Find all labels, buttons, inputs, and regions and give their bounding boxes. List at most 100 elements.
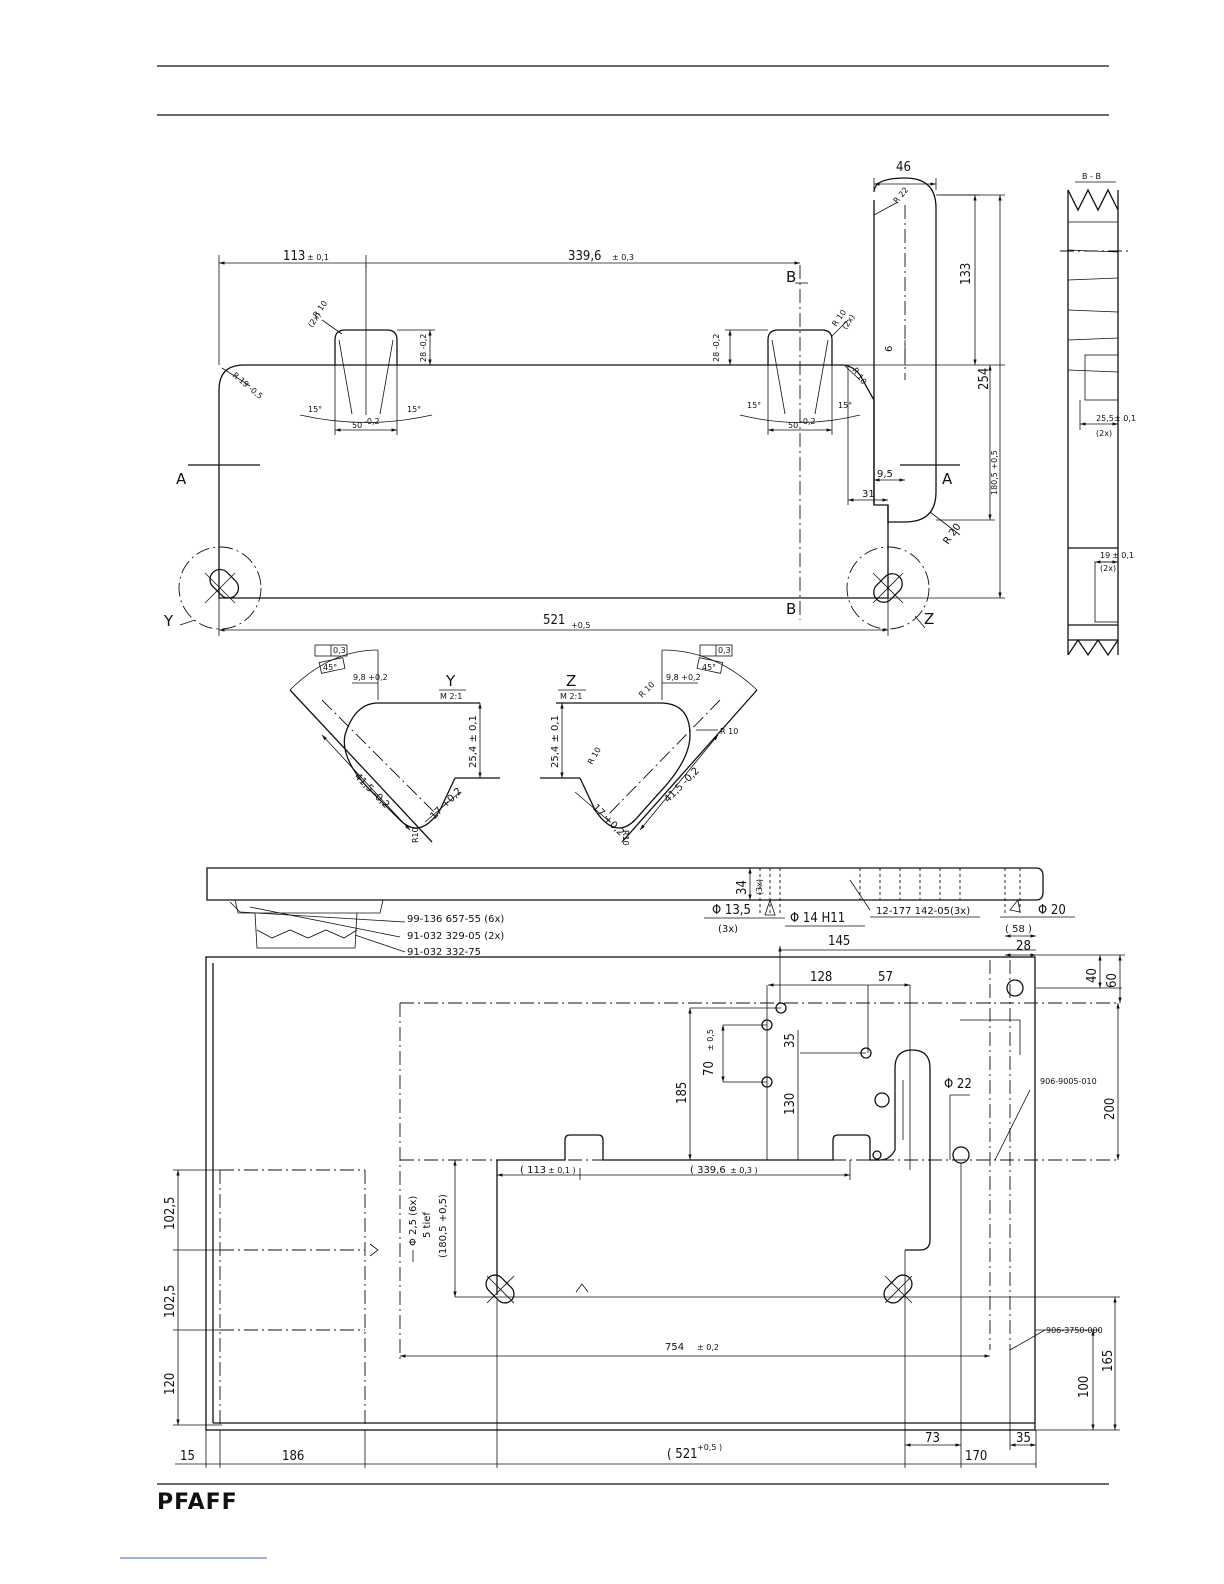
- part-91-032-329: 91-032 329-05 (2x): [407, 931, 504, 942]
- dim-25-5-tol: ± 0,1: [1114, 414, 1136, 423]
- plate-dim-754-tol: ± 0,2: [697, 1343, 719, 1352]
- section-mark-b-top: B: [786, 268, 796, 286]
- detail-z-r10-inner: R 10: [586, 746, 603, 766]
- plate-dim-100: 100: [1077, 1376, 1092, 1398]
- dim-25-5-count: (2x): [1096, 429, 1112, 438]
- section-mark-a-left: A: [176, 470, 187, 488]
- radius-19: R 19 -0,5: [231, 371, 265, 401]
- detail-y-r10: R10: [411, 827, 420, 843]
- dim-521: 521: [543, 613, 565, 628]
- detail-z-41-5: 41,5 -0,2: [662, 766, 702, 806]
- dim-113: 113: [283, 249, 305, 264]
- detail-y-25-4: 25,4 ± 0,1: [468, 715, 479, 768]
- plate-dim-102-5-b: 102,5: [163, 1285, 178, 1318]
- detail-mark-z: Z: [924, 610, 934, 628]
- plate-dim-128: 128: [810, 970, 832, 985]
- detail-z-r10-top: R 10: [637, 680, 656, 699]
- plate-dim-120: 120: [163, 1373, 178, 1395]
- section-mark-a-right: A: [942, 470, 953, 488]
- plate-dim-145: 145: [828, 934, 850, 949]
- dim-19-count: (2x): [1100, 564, 1116, 573]
- plate-dim-57: 57: [878, 970, 893, 985]
- dim-19: 19: [1100, 551, 1110, 560]
- side-phi-13-5-count: (3x): [718, 924, 738, 935]
- plate-dim-754: 754: [665, 1342, 684, 1353]
- side-phi-13-5: Φ 13,5: [712, 903, 751, 918]
- top-view: 113 ± 0,1 339,6 ± 0,3 521 +0,5 46 133 25…: [163, 160, 1005, 636]
- detail-y: Y M 2:1 0,3 45° 9,8 +0,2 25,4 ± 0,1 41,5…: [289, 644, 500, 843]
- dim-133: 133: [959, 263, 974, 285]
- side-view: 34 (3x) Φ 13,5 (3x) Φ 14 H11 99-136 657-…: [206, 867, 1075, 958]
- dim-9-5: 9,5: [877, 469, 893, 480]
- detail-z-flat: 0,3: [718, 646, 731, 655]
- angle-15-a: 15°: [308, 405, 322, 414]
- pfaff-logo: PFAFF: [157, 1490, 238, 1515]
- dim-19-tol: ± 0,1: [1112, 551, 1134, 560]
- dim-28a: 28 -0,2: [419, 334, 428, 362]
- dim-28b: 28 -0,2: [712, 334, 721, 362]
- detail-y-9-8: 9,8 +0,2: [353, 673, 388, 682]
- dim-521-tol: +0,5: [571, 621, 590, 630]
- plate-dim-28: 28: [1016, 939, 1031, 954]
- detail-mark-y: Y: [163, 612, 174, 630]
- dim-46: 46: [896, 160, 911, 175]
- plate-dim-70: 70: [702, 1061, 717, 1076]
- plate-dim-130: 130: [783, 1093, 798, 1115]
- dim-180: 180,5 +0,5: [990, 450, 999, 495]
- dim-113-tol: ± 0,1: [307, 253, 329, 262]
- side-dim-34: 34: [735, 880, 750, 895]
- side-phi-14: Φ 14 H11: [790, 911, 845, 926]
- plate-dim-70-tol: ± 0,5: [706, 1029, 715, 1051]
- plate-dim-165: 165: [1101, 1350, 1116, 1372]
- plate-ref-906-9005: 906-9005-010: [1040, 1077, 1097, 1086]
- detail-z-scale: M 2:1: [560, 692, 582, 701]
- side-dim-58: ( 58 ): [1005, 924, 1032, 935]
- plate-dim-73: 73: [925, 1431, 940, 1446]
- detail-y-scale: M 2:1: [440, 692, 462, 701]
- detail-z-r10-side: R 10: [720, 727, 738, 736]
- plate-dim-35-vert: 35: [783, 1033, 798, 1048]
- part-12-177: 12-177 142-05(3x): [876, 906, 970, 917]
- radius-20: R 20: [941, 522, 963, 547]
- plate-phi-22: Φ 22: [944, 1077, 972, 1092]
- detail-z-9-8: 9,8 +0,2: [666, 673, 701, 682]
- detail-z-25-4: 25,4 ± 0,1: [550, 715, 561, 768]
- plate-dim-339: ( 339,6: [690, 1165, 726, 1176]
- detail-y-angle: 45°: [323, 663, 337, 672]
- dim-6: 6: [884, 346, 895, 352]
- plate-dim-102-5-a: 102,5: [163, 1197, 178, 1230]
- detail-z-angle: 45°: [702, 663, 716, 672]
- plate-tief: 5 tief: [422, 1212, 433, 1238]
- dim-50a: 50: [352, 421, 362, 430]
- plate-dim-186: 186: [282, 1449, 304, 1464]
- angle-15-c: 15°: [747, 401, 761, 410]
- detail-z-title: Z: [566, 672, 576, 690]
- detail-z: Z M 2:1 0,3 45° 9,8 +0,2 R 10 R 10 25,4 …: [540, 644, 758, 846]
- plate-dim-113-tol: ± 0,1 ): [548, 1166, 576, 1175]
- side-phi-20: Φ 20: [1038, 903, 1066, 918]
- radius-22: R 22: [892, 185, 911, 205]
- plate-dim-185: 185: [675, 1082, 690, 1104]
- radius-10-c: R 10: [850, 366, 868, 386]
- plate-phi-2-5: Φ 2,5 (6x): [408, 1196, 419, 1246]
- dim-31: 31: [862, 489, 875, 500]
- dim-339: 339,6: [568, 249, 601, 264]
- section-bb: B - B 25,5 ± 0,1 (2x) 19 ± 0,1 (2x): [1060, 172, 1136, 657]
- detail-y-flat: 0,3: [333, 646, 346, 655]
- dim-50b: 50: [788, 421, 798, 430]
- detail-y-17: 17 +0,2: [428, 786, 464, 822]
- plate-dim-60: 60: [1105, 973, 1120, 988]
- plate-dim-339-tol: ± 0,3 ): [730, 1166, 758, 1175]
- plate-dim-40: 40: [1085, 968, 1100, 983]
- dim-50b-tol: -0,2: [800, 417, 816, 426]
- detail-z-r10-bottom: R10: [621, 830, 630, 846]
- plate-dim-521: ( 521: [667, 1447, 698, 1462]
- part-91-032-332: 91-032 332-75: [407, 947, 481, 958]
- plate-dim-15: 15: [180, 1449, 195, 1464]
- plate-dim-200: 200: [1103, 1098, 1118, 1120]
- detail-y-title: Y: [445, 672, 456, 690]
- detail-z-17: 17 +0,2: [590, 802, 626, 838]
- plate-holes: [761, 979, 1024, 1164]
- dim-50a-tol: -0,2: [364, 417, 380, 426]
